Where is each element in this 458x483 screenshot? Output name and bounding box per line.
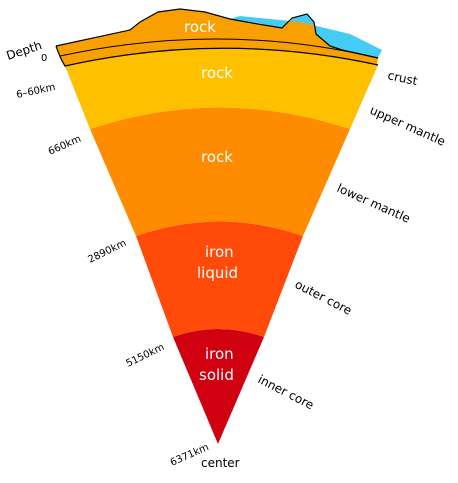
crust-outline xyxy=(55,8,379,59)
lower-mantle-layer xyxy=(90,107,350,236)
upper-mantle-layer xyxy=(65,48,378,129)
depth-upper-mantle-label: 660km xyxy=(47,134,83,158)
crust-material-label: rock xyxy=(184,18,216,36)
moho-outline xyxy=(55,45,379,67)
upper-mantle-material-label: rock xyxy=(201,64,233,82)
outer-core-name-label: outer core xyxy=(293,277,354,318)
outer-core-material-label-2: liquid xyxy=(197,264,238,282)
lower-mantle-material-label: rock xyxy=(201,148,233,166)
depth-surface-label: 0 xyxy=(41,53,47,64)
depth-outer-core-label: 5150km xyxy=(124,342,166,370)
lower-mantle-name-label: lower mantle xyxy=(335,181,413,226)
crust-name-label: crust xyxy=(386,68,419,88)
surface-outline xyxy=(59,38,379,59)
inner-core-name-label: inner core xyxy=(256,372,316,412)
outer-core-layer xyxy=(136,221,303,337)
depth-header-label: Depth xyxy=(5,38,44,63)
inner-core-material-label-1: iron xyxy=(205,345,234,363)
depth-crust-label: 6–60km xyxy=(15,82,56,101)
inner-core-material-label-2: solid xyxy=(199,366,234,384)
upper-mantle-name-label: upper mantle xyxy=(368,103,448,149)
inner-core-layer xyxy=(173,329,264,444)
outer-core-material-label-1: iron xyxy=(205,243,234,261)
center-label: center xyxy=(201,456,240,470)
depth-lower-mantle-label: 2890km xyxy=(86,238,128,266)
ocean-layer xyxy=(230,14,382,58)
